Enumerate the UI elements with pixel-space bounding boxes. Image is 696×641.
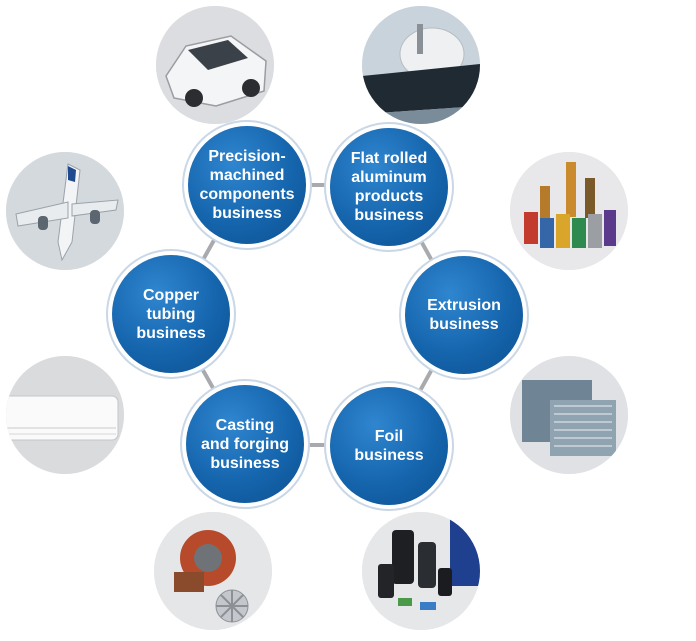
business-label: Foil business xyxy=(354,428,424,464)
heat-exchanger-icon xyxy=(510,356,628,474)
business-label: Extrusion business xyxy=(427,297,501,333)
car-icon xyxy=(156,6,274,124)
airplane-photo xyxy=(6,152,124,270)
lng-tanker-ship-icon xyxy=(362,6,480,124)
business-label: Casting and forging business xyxy=(201,416,289,472)
business-label: Copper tubing business xyxy=(136,286,206,342)
business-label: Precision- machined components business xyxy=(199,148,295,222)
heat-exchanger-photo xyxy=(510,356,628,474)
capacitors-photo xyxy=(362,512,480,630)
car-photo xyxy=(156,6,274,124)
air-conditioner-photo xyxy=(6,356,124,474)
copper-tubing-circle: Copper tubing business xyxy=(112,255,230,373)
lng-tanker-photo xyxy=(362,6,480,124)
foil-circle: Foil business xyxy=(330,387,448,505)
beverage-cans-icon xyxy=(510,152,628,270)
capacitors-icon xyxy=(362,512,480,630)
precision-machined-components-circle: Precision- machined components business xyxy=(188,126,306,244)
extrusion-circle: Extrusion business xyxy=(405,256,523,374)
business-label: Flat rolled aluminum products business xyxy=(350,150,428,224)
beverage-cans-photo xyxy=(510,152,628,270)
airplane-icon xyxy=(6,152,124,270)
air-conditioner-icon xyxy=(6,356,124,474)
flat-rolled-aluminum-circle: Flat rolled aluminum products business xyxy=(330,128,448,246)
casting-forging-circle: Casting and forging business xyxy=(186,385,304,503)
turbocharger-photo xyxy=(154,512,272,630)
turbocharger-icon xyxy=(154,512,272,630)
